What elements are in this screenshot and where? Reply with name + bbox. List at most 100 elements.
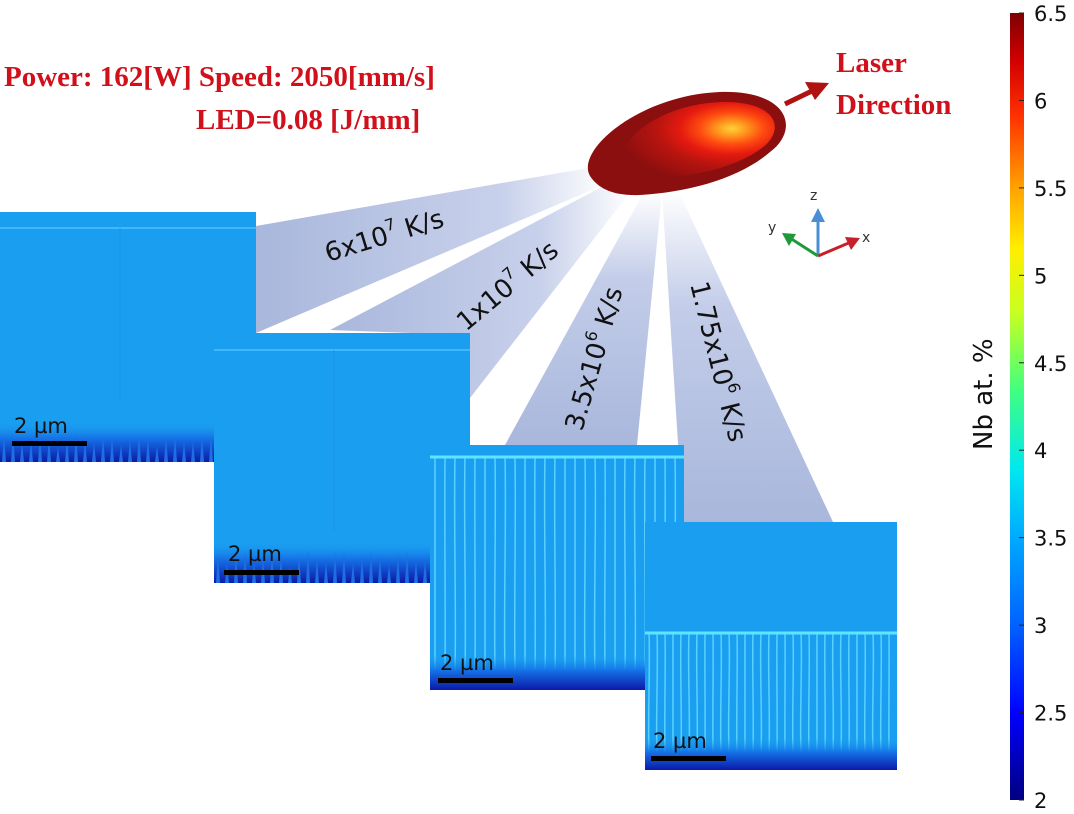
cell-boundary bbox=[593, 456, 597, 673]
dendrite-tip bbox=[378, 554, 382, 583]
dendrite-tip bbox=[306, 549, 310, 583]
colorbar-tick-label: 4 bbox=[1034, 439, 1047, 463]
dendrite-tip bbox=[101, 433, 105, 462]
dendrite-tip bbox=[351, 562, 355, 583]
colorbar-tick-label: 3.5 bbox=[1034, 527, 1067, 551]
cell-boundary bbox=[633, 456, 637, 673]
dendrite-tip bbox=[128, 437, 132, 462]
cell-boundary bbox=[719, 632, 723, 753]
dendrite-tip bbox=[200, 432, 204, 462]
dendrite-tip bbox=[65, 435, 69, 462]
dendrite-tip bbox=[2, 433, 6, 462]
dendrite-tip bbox=[360, 555, 364, 583]
laser-direction-arrow bbox=[783, 82, 829, 107]
dendrite-tip bbox=[315, 557, 319, 583]
scale-bar-label: 2 µm bbox=[440, 651, 494, 675]
beam-3 bbox=[505, 190, 662, 445]
axis-x-label: x bbox=[862, 230, 870, 246]
dendrite-tip bbox=[405, 549, 409, 583]
coordinate-triad: z x y bbox=[768, 188, 870, 258]
colorbar-gradient bbox=[1010, 13, 1024, 800]
cell-boundary bbox=[603, 456, 607, 673]
colorbar-tick-label: 5 bbox=[1034, 264, 1047, 288]
dendrite-tip bbox=[74, 432, 78, 462]
dendrite-tip bbox=[182, 440, 186, 462]
beam-4 bbox=[662, 190, 833, 522]
scale-bar-label: 2 µm bbox=[228, 542, 282, 566]
cell-boundary bbox=[839, 632, 843, 753]
dendrite-tip bbox=[38, 432, 42, 462]
dendrite-tip bbox=[83, 439, 87, 462]
cell-boundary bbox=[799, 632, 803, 753]
dendrite-tip bbox=[119, 443, 123, 462]
cell-boundary bbox=[533, 456, 537, 673]
cell-boundary bbox=[751, 632, 755, 753]
dendrite-tip bbox=[20, 442, 24, 462]
cell-boundary bbox=[727, 632, 731, 753]
dendrite-tip bbox=[342, 550, 346, 583]
dendrite-tip bbox=[164, 434, 168, 462]
cell-boundary bbox=[583, 456, 587, 673]
cell-boundary bbox=[623, 456, 627, 673]
cell-boundary bbox=[513, 456, 517, 673]
dendrite-tip bbox=[423, 559, 427, 583]
cell-boundary bbox=[453, 456, 457, 673]
microstructure-panel-1: 2 µm bbox=[0, 212, 256, 462]
cell-boundary bbox=[503, 456, 507, 673]
colorbar-tick-label: 6 bbox=[1034, 89, 1047, 113]
cell-boundary bbox=[759, 632, 763, 753]
axis-z-label: z bbox=[810, 188, 817, 204]
dendrite-tip bbox=[47, 435, 51, 462]
dendrite-tip bbox=[234, 551, 238, 583]
dendrite-tip bbox=[297, 553, 301, 583]
dendrite-tip bbox=[369, 549, 373, 583]
scale-bar bbox=[224, 570, 299, 575]
dendrite-tip bbox=[387, 564, 391, 583]
cell-boundary bbox=[807, 632, 811, 753]
cooling-rate-beams bbox=[256, 168, 833, 522]
dendrite-tip bbox=[209, 434, 213, 462]
colorbar-tick-label: 2 bbox=[1034, 789, 1047, 813]
microstructure-panel-3: 2 µm bbox=[430, 445, 684, 690]
dendrite-tip bbox=[216, 555, 220, 583]
dendrite-tip bbox=[29, 439, 33, 462]
cell-boundary bbox=[493, 456, 497, 673]
scale-bar bbox=[12, 441, 87, 446]
cell-boundary bbox=[553, 456, 557, 673]
cell-boundary bbox=[863, 632, 867, 753]
cell-boundary bbox=[791, 632, 795, 753]
cell-boundary bbox=[735, 632, 739, 753]
colorbar-tick-label: 4.5 bbox=[1034, 352, 1067, 376]
dendrite-tip bbox=[173, 432, 177, 462]
dendrite-tip bbox=[333, 550, 337, 583]
laser-label: Laser bbox=[836, 47, 907, 79]
laser-label-direction: Direction bbox=[836, 89, 951, 121]
cell-boundary bbox=[543, 456, 547, 673]
cell-boundary bbox=[463, 456, 467, 673]
colorbar-tick-label: 3 bbox=[1034, 614, 1047, 638]
linear-energy-density: LED=0.08 [J/mm] bbox=[196, 104, 420, 136]
cell-boundary bbox=[647, 632, 651, 753]
axis-y-label: y bbox=[768, 220, 776, 236]
cell-boundary bbox=[879, 632, 883, 753]
dendrite-tip bbox=[56, 446, 60, 462]
colorbar-label: Nb at. % bbox=[969, 338, 999, 450]
beam-2 bbox=[330, 180, 632, 398]
dendrite-tip bbox=[324, 560, 328, 583]
melt-pool bbox=[587, 91, 786, 196]
cell-boundary bbox=[831, 632, 835, 753]
colorbar-tick-label: 2.5 bbox=[1034, 702, 1067, 726]
colorbar: 6.565.554.543.532.52 Nb at. % bbox=[969, 2, 1067, 813]
cell-boundary bbox=[871, 632, 875, 753]
dendrite-tip bbox=[110, 433, 114, 462]
dendrite-tip bbox=[146, 436, 150, 462]
colorbar-tick-label: 6.5 bbox=[1034, 2, 1067, 26]
dendrite-tip bbox=[92, 442, 96, 462]
process-parameters: Power: 162[W] Speed: 2050[mm/s] bbox=[4, 61, 435, 93]
dendrite-tip bbox=[279, 552, 283, 583]
dendrite-tip bbox=[414, 558, 418, 583]
beam-1 bbox=[256, 168, 608, 333]
dendrite-tip bbox=[11, 433, 15, 462]
scale-bar-label: 2 µm bbox=[653, 729, 707, 753]
